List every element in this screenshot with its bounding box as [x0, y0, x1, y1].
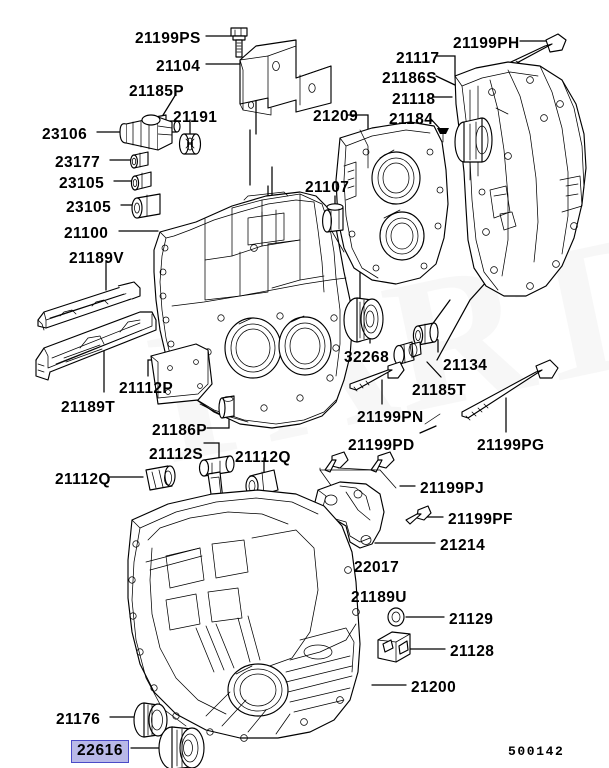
part-label-21199ps: 21199PS [135, 30, 201, 47]
part-label-21189v: 21189V [69, 250, 124, 267]
part-label-22017: 22017 [354, 559, 400, 576]
part-label-21191: 21191 [173, 109, 218, 126]
part-label-23106: 23106 [42, 126, 88, 143]
part-label-22616[interactable]: 22616 [71, 740, 130, 763]
part-label-21199pn: 21199PN [357, 409, 424, 426]
part-label-23105: 23105 [66, 199, 112, 216]
part-label-21134: 21134 [443, 357, 488, 374]
part-label-21209: 21209 [313, 108, 359, 125]
part-label-21199pj: 21199PJ [420, 480, 485, 497]
part-label-21184: 21184 [389, 111, 434, 128]
figure-id: 500142 [508, 744, 565, 759]
part-label-32268: 32268 [344, 349, 390, 366]
part-label-21189u: 21189U [351, 589, 407, 606]
part-label-21185p: 21185P [129, 83, 184, 100]
part-label-21104: 21104 [156, 58, 201, 75]
part-label-21199pg: 21199PG [477, 437, 545, 454]
part-label-21199ph: 21199PH [453, 35, 520, 52]
part-label-21199pf: 21199PF [448, 511, 513, 528]
part-label-21185t: 21185T [412, 382, 467, 399]
part-label-21199pd: 21199PD [348, 437, 415, 454]
part-label-21117: 21117 [396, 50, 440, 67]
part-label-21118: 21118 [392, 91, 436, 108]
part-label-21214: 21214 [440, 537, 486, 554]
part-label-21186p: 21186P [152, 422, 207, 439]
part-label-21112q: 21112Q [235, 449, 291, 466]
part-label-21189t: 21189T [61, 399, 116, 416]
part-label-21129: 21129 [449, 611, 494, 628]
part-label-21186s: 21186S [382, 70, 437, 87]
part-label-23105: 23105 [59, 175, 105, 192]
part-label-21112p: 21112P [119, 380, 174, 397]
part-label-21128: 21128 [450, 643, 495, 660]
part-label-21100: 21100 [64, 225, 109, 242]
part-label-23177: 23177 [55, 154, 101, 171]
part-label-21107: 21107 [305, 179, 350, 196]
part-label-21112s: 21112S [149, 446, 204, 463]
part-label-21200: 21200 [411, 679, 457, 696]
part-label-21112q: 21112Q [55, 471, 111, 488]
part-label-21176: 21176 [56, 711, 101, 728]
